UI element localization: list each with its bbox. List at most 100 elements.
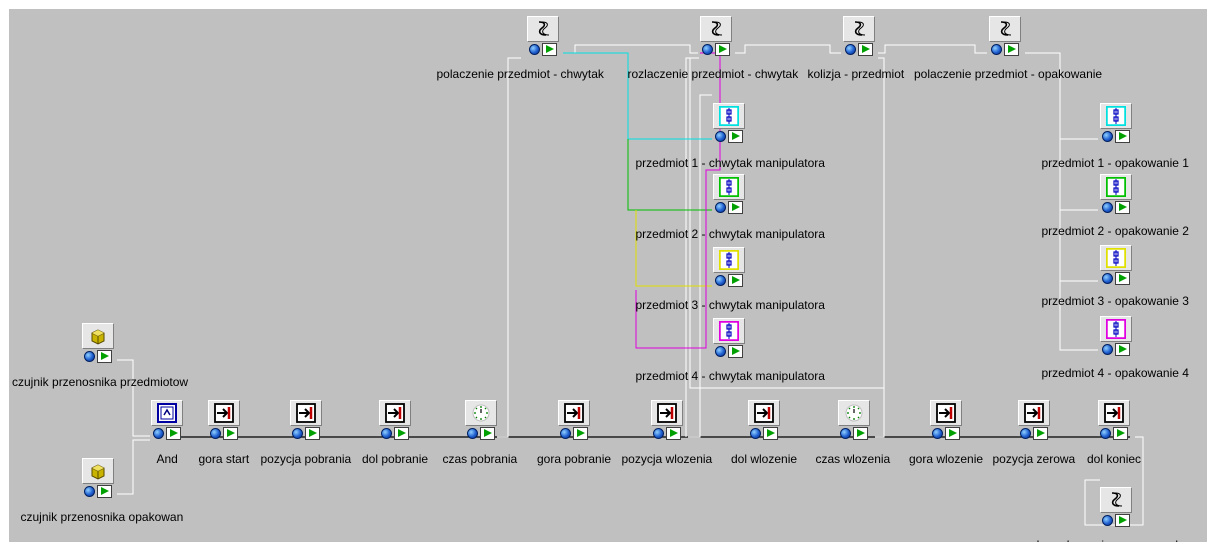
node-icon-box[interactable] [558, 400, 590, 426]
node-icon-box[interactable] [930, 400, 962, 426]
node-icon-box[interactable] [1100, 103, 1132, 129]
node-icon-box[interactable] [713, 247, 745, 273]
output-port-icon[interactable] [728, 345, 743, 358]
node-pozycja-wlozenia[interactable] [651, 400, 683, 440]
output-port-icon[interactable] [1004, 43, 1019, 56]
output-port-icon[interactable] [728, 130, 743, 143]
input-port-icon[interactable] [467, 428, 478, 439]
node-icon-box[interactable] [838, 400, 870, 426]
input-port-icon[interactable] [1102, 273, 1113, 284]
input-port-icon[interactable] [750, 428, 761, 439]
input-port-icon[interactable] [1100, 428, 1111, 439]
node-icon-box[interactable] [700, 16, 732, 42]
node-polaczenie-2[interactable] [989, 16, 1021, 56]
node-icon-box[interactable] [82, 323, 114, 349]
input-port-icon[interactable] [153, 428, 164, 439]
node-icon-box[interactable] [290, 400, 322, 426]
output-port-icon[interactable] [728, 201, 743, 214]
node-czujnik-opakowan[interactable] [82, 458, 114, 498]
output-port-icon[interactable] [480, 427, 495, 440]
output-port-icon[interactable] [763, 427, 778, 440]
node-p4-chwytak[interactable] [713, 318, 745, 358]
input-port-icon[interactable] [1102, 515, 1113, 526]
input-port-icon[interactable] [715, 202, 726, 213]
node-gora-wlozenie[interactable] [930, 400, 962, 440]
input-port-icon[interactable] [560, 428, 571, 439]
input-port-icon[interactable] [715, 131, 726, 142]
output-port-icon[interactable] [305, 427, 320, 440]
node-gora-pobranie[interactable] [558, 400, 590, 440]
node-icon-box[interactable] [1098, 400, 1130, 426]
input-port-icon[interactable] [292, 428, 303, 439]
node-kolizja[interactable] [843, 16, 875, 56]
input-port-icon[interactable] [210, 428, 221, 439]
node-ruch-opakowania[interactable] [1100, 487, 1132, 527]
output-port-icon[interactable] [542, 43, 557, 56]
output-port-icon[interactable] [1113, 427, 1128, 440]
input-port-icon[interactable] [1102, 131, 1113, 142]
node-p3-opak[interactable] [1100, 245, 1132, 285]
node-icon-box[interactable] [465, 400, 497, 426]
node-pozycja-zerowa[interactable] [1018, 400, 1050, 440]
input-port-icon[interactable] [991, 44, 1002, 55]
output-port-icon[interactable] [1115, 130, 1130, 143]
node-icon-box[interactable] [651, 400, 683, 426]
node-polaczenie-1[interactable] [527, 16, 559, 56]
node-pozycja-pobrania[interactable] [290, 400, 322, 440]
input-port-icon[interactable] [529, 44, 540, 55]
node-icon-box[interactable] [713, 318, 745, 344]
output-port-icon[interactable] [945, 427, 960, 440]
node-and[interactable] [151, 400, 183, 440]
node-rozlaczenie[interactable] [700, 16, 732, 56]
input-port-icon[interactable] [653, 428, 664, 439]
input-port-icon[interactable] [840, 428, 851, 439]
node-p3-chwytak[interactable] [713, 247, 745, 287]
input-port-icon[interactable] [715, 275, 726, 286]
input-port-icon[interactable] [84, 486, 95, 497]
node-dol-wlozenie[interactable] [748, 400, 780, 440]
node-icon-box[interactable] [527, 16, 559, 42]
output-port-icon[interactable] [573, 427, 588, 440]
output-port-icon[interactable] [1115, 201, 1130, 214]
input-port-icon[interactable] [84, 351, 95, 362]
node-icon-box[interactable] [1100, 174, 1132, 200]
output-port-icon[interactable] [223, 427, 238, 440]
output-port-icon[interactable] [1033, 427, 1048, 440]
node-icon-box[interactable] [208, 400, 240, 426]
input-port-icon[interactable] [1102, 344, 1113, 355]
input-port-icon[interactable] [845, 44, 856, 55]
output-port-icon[interactable] [666, 427, 681, 440]
input-port-icon[interactable] [1020, 428, 1031, 439]
output-port-icon[interactable] [1115, 343, 1130, 356]
output-port-icon[interactable] [858, 43, 873, 56]
input-port-icon[interactable] [932, 428, 943, 439]
output-port-icon[interactable] [97, 350, 112, 363]
input-port-icon[interactable] [1102, 202, 1113, 213]
node-dol-pobranie[interactable] [379, 400, 411, 440]
output-port-icon[interactable] [394, 427, 409, 440]
node-icon-box[interactable] [1018, 400, 1050, 426]
node-gora-start[interactable] [208, 400, 240, 440]
node-icon-box[interactable] [713, 103, 745, 129]
output-port-icon[interactable] [853, 427, 868, 440]
node-dol-koniec[interactable] [1098, 400, 1130, 440]
node-czas-wlozenia[interactable] [838, 400, 870, 440]
node-icon-box[interactable] [379, 400, 411, 426]
node-icon-box[interactable] [151, 400, 183, 426]
output-port-icon[interactable] [97, 485, 112, 498]
node-p1-opak[interactable] [1100, 103, 1132, 143]
node-icon-box[interactable] [1100, 487, 1132, 513]
node-p2-opak[interactable] [1100, 174, 1132, 214]
output-port-icon[interactable] [715, 43, 730, 56]
node-p1-chwytak[interactable] [713, 103, 745, 143]
node-p2-chwytak[interactable] [713, 174, 745, 214]
input-port-icon[interactable] [702, 44, 713, 55]
node-p4-opak[interactable] [1100, 316, 1132, 356]
node-czujnik-przedmiotow[interactable] [82, 323, 114, 363]
output-port-icon[interactable] [728, 274, 743, 287]
node-icon-box[interactable] [82, 458, 114, 484]
node-icon-box[interactable] [748, 400, 780, 426]
input-port-icon[interactable] [381, 428, 392, 439]
output-port-icon[interactable] [1115, 514, 1130, 527]
node-icon-box[interactable] [1100, 245, 1132, 271]
